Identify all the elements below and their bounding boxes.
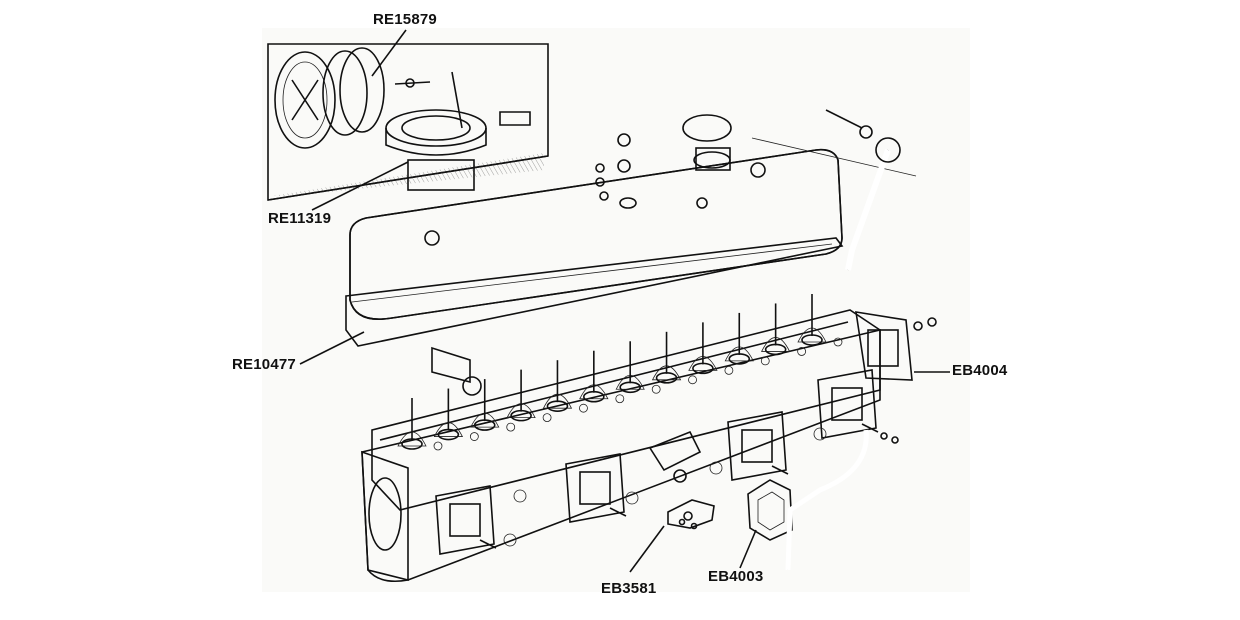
port-opening [579,471,611,505]
combustion-chamber [579,384,609,400]
port-opening [449,503,481,537]
valve-spring-cap [655,372,678,384]
label-re15879: RE15879 [373,11,437,28]
stud-hole [579,403,588,413]
combustion-chamber [397,431,427,447]
valve-spring-cap [619,381,641,394]
port-opening [741,429,773,463]
port-flange [565,453,625,523]
stud-hole [469,432,479,441]
valve-spring-cap [583,390,605,403]
label-re10477: RE10477 [232,356,296,373]
combustion-chamber [760,337,791,352]
leader-re11319 [311,161,409,211]
water-hole [813,427,827,441]
water-hole [625,491,639,505]
label-eb4003: EB4003 [708,568,764,585]
leader-eb4003 [739,529,757,569]
stud-hole [797,347,807,356]
stud-hole [651,384,661,394]
label-eb3581: EB3581 [601,580,657,597]
water-hole [513,489,527,503]
cylinder-head [361,294,881,583]
stud-hole [724,365,734,375]
combustion-chamber [724,346,754,362]
water-pipe-gasket-eb4003 [747,429,869,571]
stud-hole [615,394,625,404]
manifold-gasket-eb4004 [855,311,937,444]
port-stud [861,423,879,433]
valve-spring-cap [728,353,751,365]
stud-hole [833,337,843,347]
leader-eb3581 [629,525,665,573]
combustion-chamber [651,365,682,381]
port-opening [831,387,863,421]
valve-spring-cap [401,438,423,450]
valve-spring-cap [801,334,823,346]
port-stud [479,539,497,549]
combustion-chamber [542,393,573,409]
combustion-chamber [615,374,645,390]
valve-spring-cap [473,419,496,431]
port-stud [771,465,789,475]
leader-re10477 [299,331,365,365]
leader-lines [299,29,950,573]
valve-spring-cap [764,343,787,356]
breather-pipe [751,109,917,271]
water-hole [503,533,517,547]
port-flange [727,411,787,481]
paper-background [262,28,970,592]
valve-spring-cap [692,362,714,375]
port-flange [435,485,495,555]
port-stud [609,507,627,517]
label-eb4004: EB4004 [952,362,1008,379]
stud-hole [542,413,552,423]
combustion-chamber [470,412,500,428]
combustion-chamber [797,327,827,343]
combustion-chamber [433,422,464,437]
stud-hole [760,356,770,366]
thermostat-gasket-eb3581 [667,499,715,530]
stud-hole [506,422,516,432]
combustion-chamber [506,403,536,419]
stud-hole [433,441,443,451]
label-re11319: RE11319 [268,210,332,227]
leader-re15879 [371,29,407,77]
rocker-cover [345,114,844,347]
valve-spring-cap [437,428,460,441]
air-cleaner-inset [267,43,549,201]
valve-spring-cap [510,409,532,422]
port-flange [817,369,877,439]
water-hole [709,461,723,475]
stud-hole [688,375,697,385]
valve-spring-cap [546,400,569,412]
combustion-chamber [688,355,718,371]
